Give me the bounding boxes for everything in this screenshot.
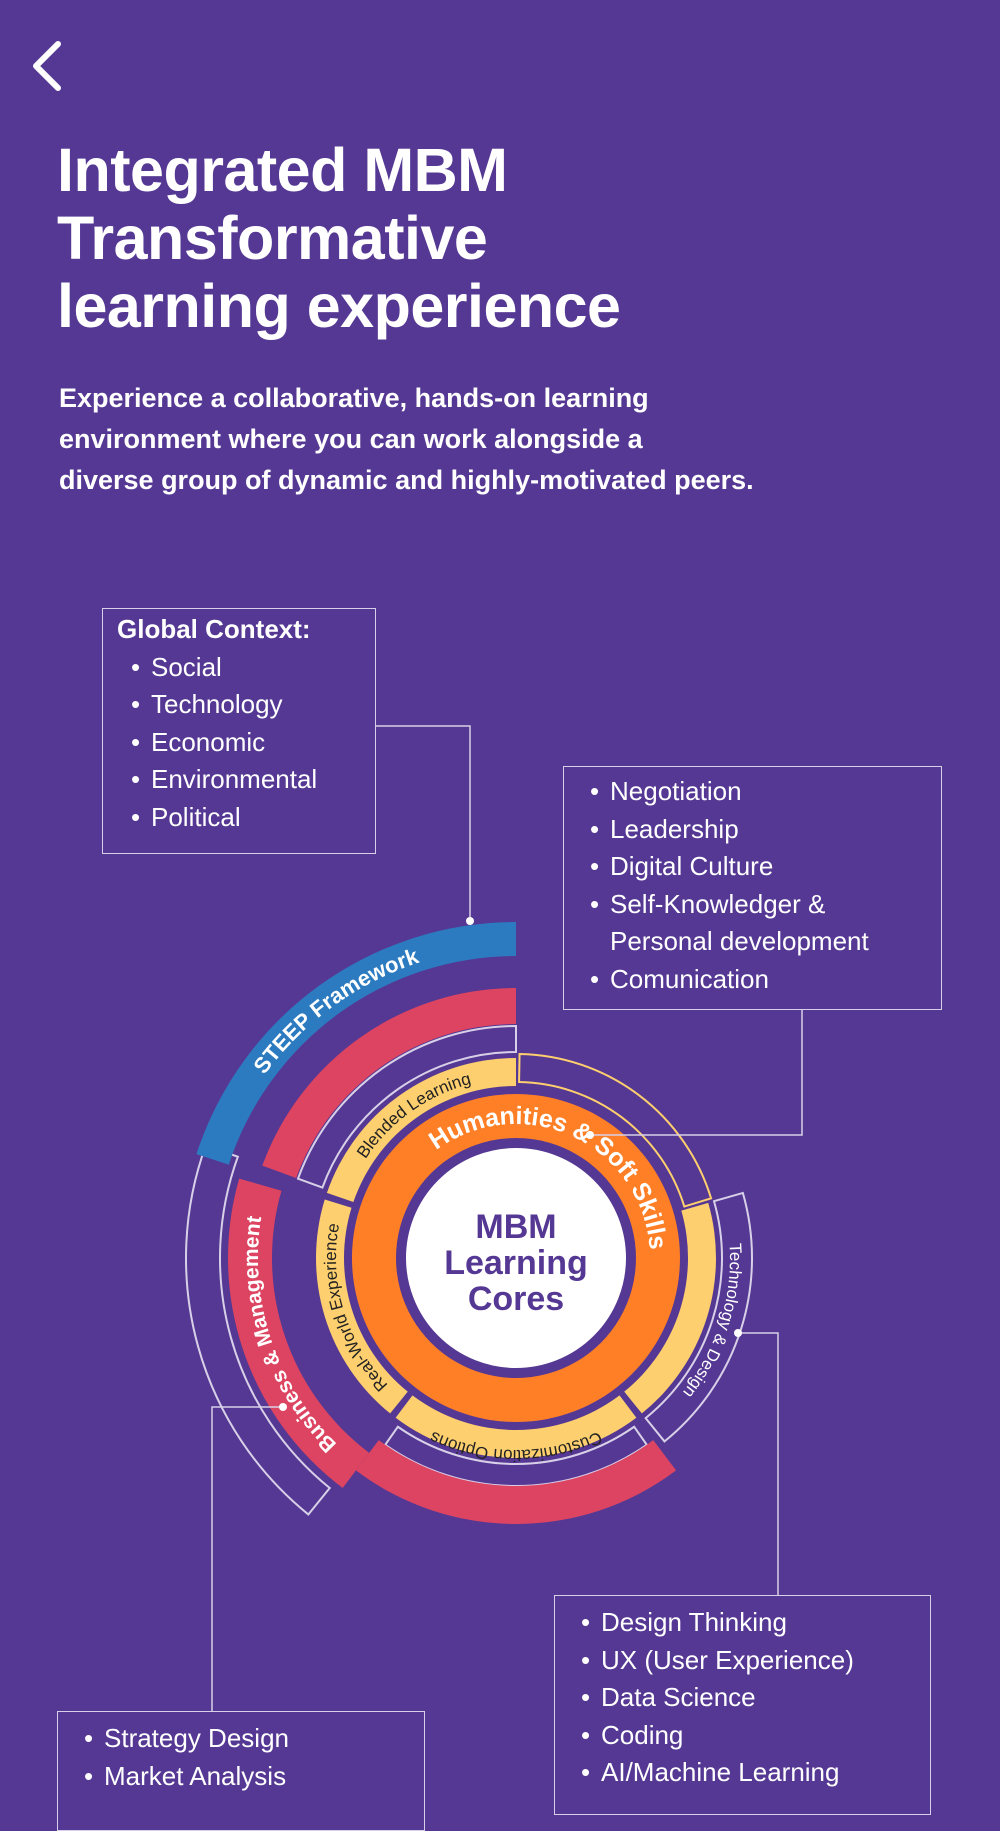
business-band [227,1178,370,1489]
box-heading: Global Context: [117,614,311,644]
soft-skills-outline [518,1053,713,1208]
right-yellow-segment [624,1202,716,1414]
soft-skills-box: Negotiation Leadership Digital Culture S… [563,766,942,1010]
blended-outer-outline [296,1024,517,1189]
subtitle-line: Experience a collaborative, hands-on lea… [59,383,649,413]
subtitle-line: environment where you can work alongside… [59,424,643,454]
title-line: Transformative [57,204,488,272]
center-circle [398,1140,634,1376]
list-item: Economic [131,724,375,762]
connector-soft-skills [590,1010,803,1136]
customization-outer-outline [383,1425,649,1487]
list-item: Leadership [590,811,941,849]
list-item: AI/Machine Learning [581,1754,930,1792]
connector-business [211,1406,283,1711]
steep-band [196,922,516,1165]
connector-lines [211,725,803,1711]
bottom-red-band [355,1440,677,1525]
list-item: Negotiation [590,773,941,811]
list-item: Political [131,799,375,837]
global-context-box: Global Context: Social Technology Econom… [102,608,376,854]
list-item: Market Analysis [84,1758,424,1796]
connector-technology [738,1332,779,1595]
title-line: learning experience [57,272,621,340]
page-title: Integrated MBM Transformative learning e… [57,136,621,340]
connector-dot [586,1131,594,1139]
connector-dot [466,917,474,925]
customization-segment [395,1395,637,1458]
blended-segment [326,1058,516,1203]
center-title-line: MBM [475,1208,556,1246]
list-item: Environmental [131,761,375,799]
list-item: Comunication [590,961,941,999]
list-item: Social [131,649,375,687]
list-item: Strategy Design [84,1720,424,1758]
list-item: Self-Knowledger & [590,886,941,924]
business-box: Strategy Design Market Analysis [57,1711,425,1831]
connector-global [376,725,471,921]
list-item: UX (User Experience) [581,1642,930,1680]
real-world-segment [316,1199,408,1414]
back-button[interactable] [26,36,70,96]
connector-dot [279,1403,287,1411]
connector-dot [734,1329,742,1337]
title-line: Integrated MBM [57,136,508,204]
list-item-continuation: Personal development [610,926,869,956]
chevron-left-icon [33,41,61,91]
subtitle-line: diverse group of dynamic and highly-moti… [59,465,754,495]
technology-box: Design Thinking UX (User Experience) Dat… [554,1595,931,1815]
center-title-line: Learning [444,1244,588,1282]
page-subtitle: Experience a collaborative, hands-on lea… [59,378,959,501]
list-item: Digital Culture [590,848,941,886]
list-item: Data Science [581,1679,930,1717]
center-title-line: Cores [468,1280,564,1318]
list-item: Technology [131,686,375,724]
list-item: Design Thinking [581,1604,930,1642]
list-item: Coding [581,1717,930,1755]
technology-outline [644,1191,753,1443]
top-red-band [262,987,516,1178]
